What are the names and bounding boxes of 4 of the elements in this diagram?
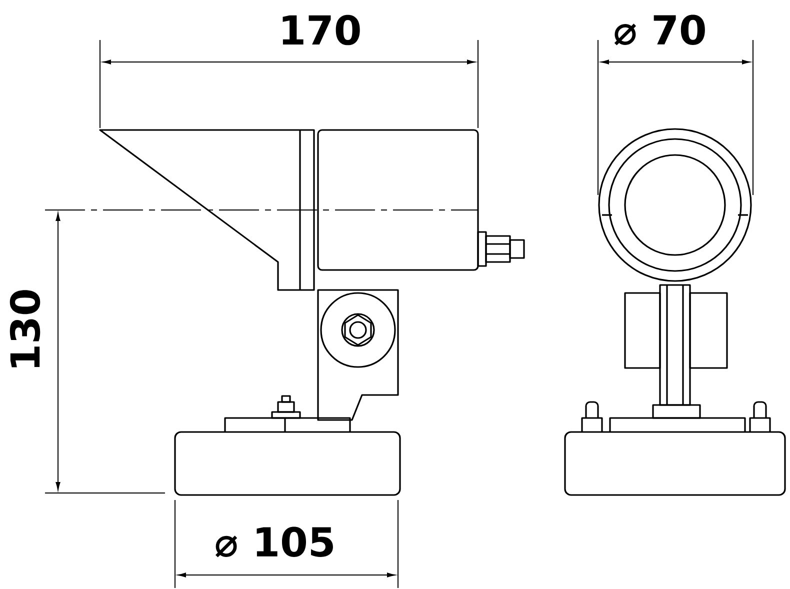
dimension-text: 170 <box>282 14 360 46</box>
dimension-text: 130 <box>10 290 40 368</box>
dimension-text: ⌀ 105 <box>216 526 333 558</box>
dimension-text: ⌀ 70 <box>614 14 705 46</box>
